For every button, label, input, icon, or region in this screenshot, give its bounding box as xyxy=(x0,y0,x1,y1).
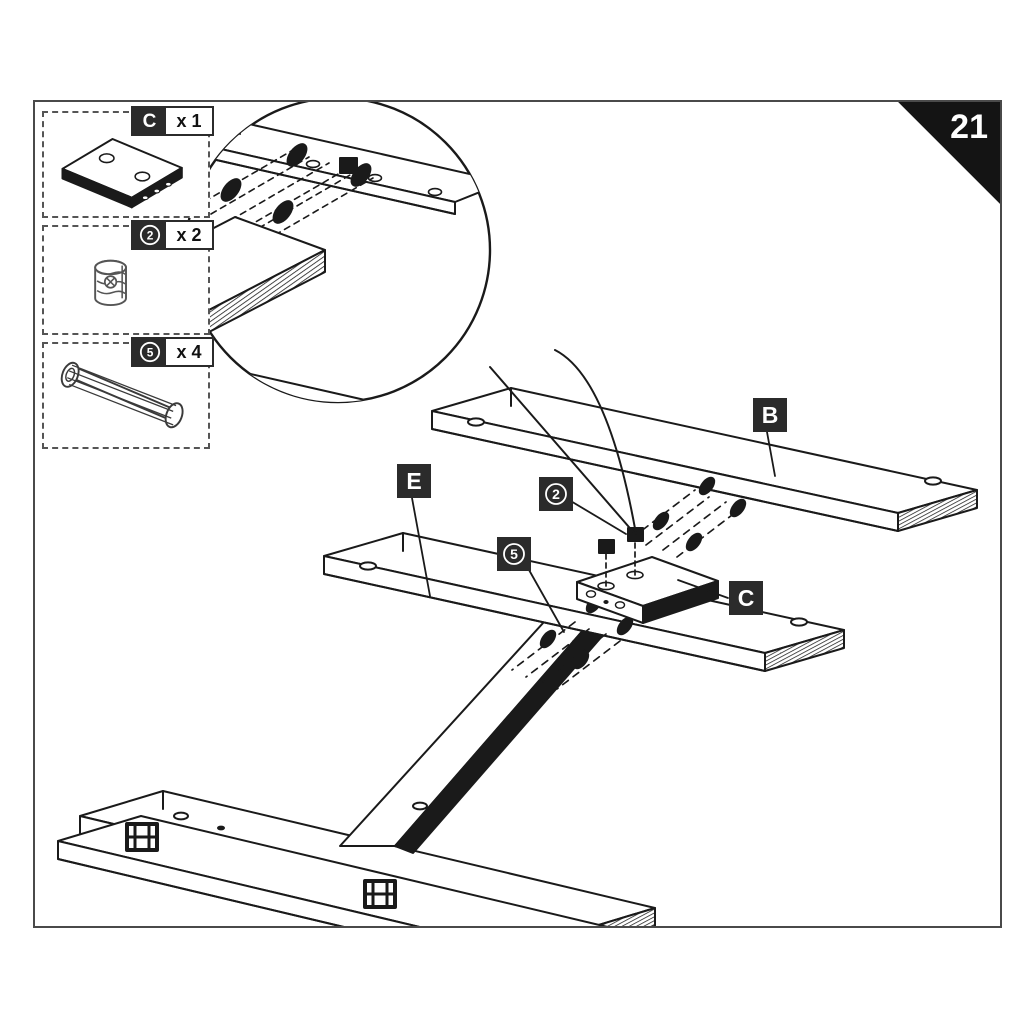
callout-b-label: B xyxy=(761,401,779,428)
legend-symbol-5: 5 xyxy=(133,339,166,365)
svg-text:5: 5 xyxy=(146,346,153,360)
parts-legend: C x 1 xyxy=(42,106,214,456)
bracket-clip-1 xyxy=(125,822,159,852)
bracket-clip-2 xyxy=(363,879,397,909)
circled-five-icon: 5 xyxy=(503,543,525,565)
magnifier-pointer-tail xyxy=(489,349,637,535)
circled-five-icon: 5 xyxy=(139,341,160,363)
callout-b: B xyxy=(753,398,787,432)
callout-2-label: 2 xyxy=(552,486,560,502)
legend-symbol-2: 2 xyxy=(133,222,166,248)
callout-2: 2 xyxy=(539,477,573,511)
legend-item-c: C x 1 xyxy=(42,106,214,218)
callout-5: 5 xyxy=(497,537,531,571)
callout-5-label: 5 xyxy=(510,546,518,562)
legend-item-2: 2 x 2 xyxy=(42,220,214,335)
legend-badge-c: C x 1 xyxy=(131,106,214,136)
callout-e-label: E xyxy=(406,467,422,494)
assembly-line-drawing xyxy=(57,102,978,926)
wooden-dowel-pin-icon xyxy=(60,361,184,429)
svg-text:2: 2 xyxy=(146,229,153,243)
legend-badge-5: 5 x 4 xyxy=(131,337,214,367)
metal-plate-bracket-icon xyxy=(61,138,183,209)
legend-count-2: x 2 xyxy=(166,222,212,248)
rail-b xyxy=(431,387,978,532)
legend-item-5: 5 x 4 xyxy=(42,337,214,449)
circled-two-icon: 2 xyxy=(139,224,160,246)
diagram-frame: B E C 2 5 xyxy=(33,100,1002,928)
circled-two-icon: 2 xyxy=(545,483,567,505)
callout-c: C xyxy=(729,581,763,615)
callout-e: E xyxy=(397,464,431,498)
legend-count-5: x 4 xyxy=(166,339,212,365)
cam-lock-bolts-main xyxy=(598,527,644,587)
legend-badge-2: 2 x 2 xyxy=(131,220,214,250)
base-rail-assembly xyxy=(57,790,656,926)
cam-lock-disc-icon xyxy=(94,259,127,306)
connector-plate-c xyxy=(576,556,719,624)
legend-symbol-c: C xyxy=(133,108,166,134)
callout-c-label: C xyxy=(737,584,755,611)
legend-count-c: x 1 xyxy=(166,108,212,134)
